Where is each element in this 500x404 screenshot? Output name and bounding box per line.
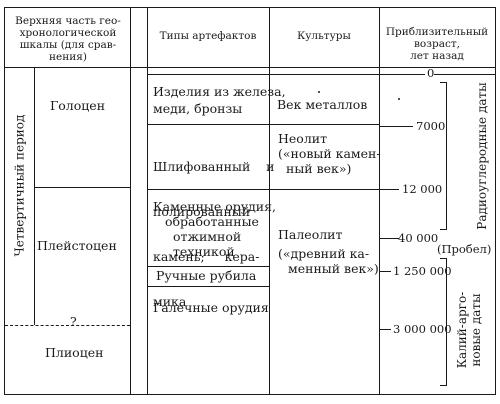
culture-neolithic-line-2: («новый камен- bbox=[278, 146, 381, 161]
boundary-question-mark: ? bbox=[70, 314, 77, 329]
left-border bbox=[4, 7, 6, 395]
header-cultures: Культуры bbox=[297, 30, 351, 42]
artifact-polished-line-3: камень; кера- bbox=[153, 249, 260, 264]
artifact-pressure-line-1: Каменные орудия, bbox=[153, 199, 276, 214]
geo-inner-divider bbox=[34, 67, 36, 325]
artifact-pressure-line-3: отжимной bbox=[173, 229, 242, 244]
cultures-age-divider bbox=[379, 7, 381, 395]
artifact-polished-line-2: полированный bbox=[153, 204, 251, 219]
radiocarbon-bracket bbox=[446, 82, 448, 230]
kar-dates-line-2: новые даты bbox=[469, 293, 483, 367]
culture-neolithic-line-1: Неолит bbox=[278, 131, 328, 146]
culture-neolithic-line-3: ный век») bbox=[286, 161, 352, 176]
artifact-metal-line-2: меди, бронзы bbox=[153, 101, 243, 116]
artifact-pressure-flaked: Каменные орудия, обработанные отжимной т… bbox=[153, 199, 276, 259]
header-geo-scale: Верхняя часть гео- хронологической шкалы… bbox=[12, 15, 124, 63]
age-1250000: 1 250 000 bbox=[393, 264, 452, 278]
pleistocene-label: Плейстоцен bbox=[37, 238, 117, 253]
artifact-pressure-line-4: техникой bbox=[173, 244, 235, 259]
kar-bracket-bottom bbox=[440, 385, 447, 387]
artifact-polished-line-1: Шлифованный и bbox=[153, 159, 275, 174]
kar-dates-line-1: Калий-арго- bbox=[455, 291, 469, 369]
artifact-handaxes: Ручные рубила bbox=[156, 268, 257, 283]
kar-bracket bbox=[446, 258, 448, 386]
artifact-polished-stone: Шлифованный и полированный камень; кера-… bbox=[153, 129, 275, 324]
row-line-0 bbox=[147, 74, 379, 76]
print-speck bbox=[398, 98, 400, 100]
artifacts-cultures-divider bbox=[269, 7, 271, 395]
header-geo-line-2: хронологической bbox=[19, 27, 117, 39]
pliocene-label: Плиоцен bbox=[45, 345, 104, 360]
quaternary-pliocene-boundary bbox=[5, 325, 130, 326]
header-age-line-1: Приблизительный bbox=[385, 26, 489, 38]
tick-12000 bbox=[379, 189, 399, 191]
age-3000000: 3 000 000 bbox=[393, 322, 452, 336]
tick-1250000 bbox=[379, 271, 391, 273]
tick-3000000 bbox=[379, 329, 391, 331]
row-line-handaxes-top bbox=[147, 266, 269, 268]
artifact-pressure-line-2: обработанные bbox=[165, 214, 259, 229]
geo-right-border bbox=[130, 7, 132, 395]
header-age-line-3: лет назад bbox=[410, 50, 464, 62]
header-geo-line-3: шкалы (для срав- bbox=[19, 39, 117, 51]
radiocarbon-dates-label: Радиоуглеродные даты bbox=[475, 82, 489, 230]
quaternary-period-label: Четвертичный период bbox=[12, 114, 27, 257]
tick-0-right bbox=[434, 74, 495, 76]
culture-paleolithic-line-3: менный век») bbox=[288, 261, 379, 276]
artifact-pebble-tools: Галечные орудия bbox=[153, 300, 269, 315]
kar-dates-label: Калий-арго- новые даты bbox=[455, 280, 483, 380]
kar-bracket-top bbox=[440, 258, 447, 260]
print-speck bbox=[318, 91, 320, 93]
top-border bbox=[4, 7, 496, 9]
row-line-handaxes-bottom bbox=[147, 286, 269, 288]
culture-neolithic: Неолит («новый камен- ный век») bbox=[278, 131, 381, 176]
header-geo-line-4: нения) bbox=[49, 51, 87, 63]
age-gap: (Пробел) bbox=[437, 242, 492, 256]
header-artifact-types: Типы артефактов bbox=[159, 30, 257, 42]
tick-0-left bbox=[379, 74, 425, 76]
table-left-border bbox=[147, 7, 149, 395]
age-12000: 12 000 bbox=[402, 182, 443, 196]
artifact-metal-items: Изделия из железа, меди, бронзы bbox=[153, 84, 286, 116]
radiocarbon-bracket-top bbox=[440, 82, 447, 84]
header-approx-age: Приблизительный возраст, лет назад bbox=[381, 26, 493, 62]
culture-paleolithic: Палеолит («древний ка- менный век») bbox=[278, 227, 379, 276]
row-line-7000 bbox=[147, 124, 379, 126]
header-divider bbox=[4, 67, 496, 69]
culture-metal-age: Век металлов bbox=[277, 97, 368, 112]
holocene-label: Голоцен bbox=[50, 98, 106, 113]
header-age-line-2: возраст, bbox=[414, 38, 460, 50]
culture-paleolithic-line-2: («древний ка- bbox=[278, 246, 370, 261]
holocene-pleistocene-boundary bbox=[34, 187, 130, 189]
bottom-border bbox=[4, 394, 496, 396]
row-line-12000 bbox=[147, 189, 379, 191]
right-border bbox=[495, 7, 497, 395]
age-7000: 7000 bbox=[416, 119, 446, 133]
tick-40000 bbox=[379, 238, 399, 240]
age-0: 0 bbox=[427, 66, 435, 80]
artifact-metal-line-1: Изделия из железа, bbox=[153, 84, 286, 99]
culture-paleolithic-line-1: Палеолит bbox=[278, 227, 343, 242]
age-40000: 40 000 bbox=[398, 231, 439, 245]
header-geo-line-1: Верхняя часть гео- bbox=[15, 15, 121, 27]
radiocarbon-bracket-bottom bbox=[440, 229, 447, 231]
artifact-polished-line-4: мика bbox=[153, 294, 187, 309]
tick-7000 bbox=[379, 126, 413, 128]
